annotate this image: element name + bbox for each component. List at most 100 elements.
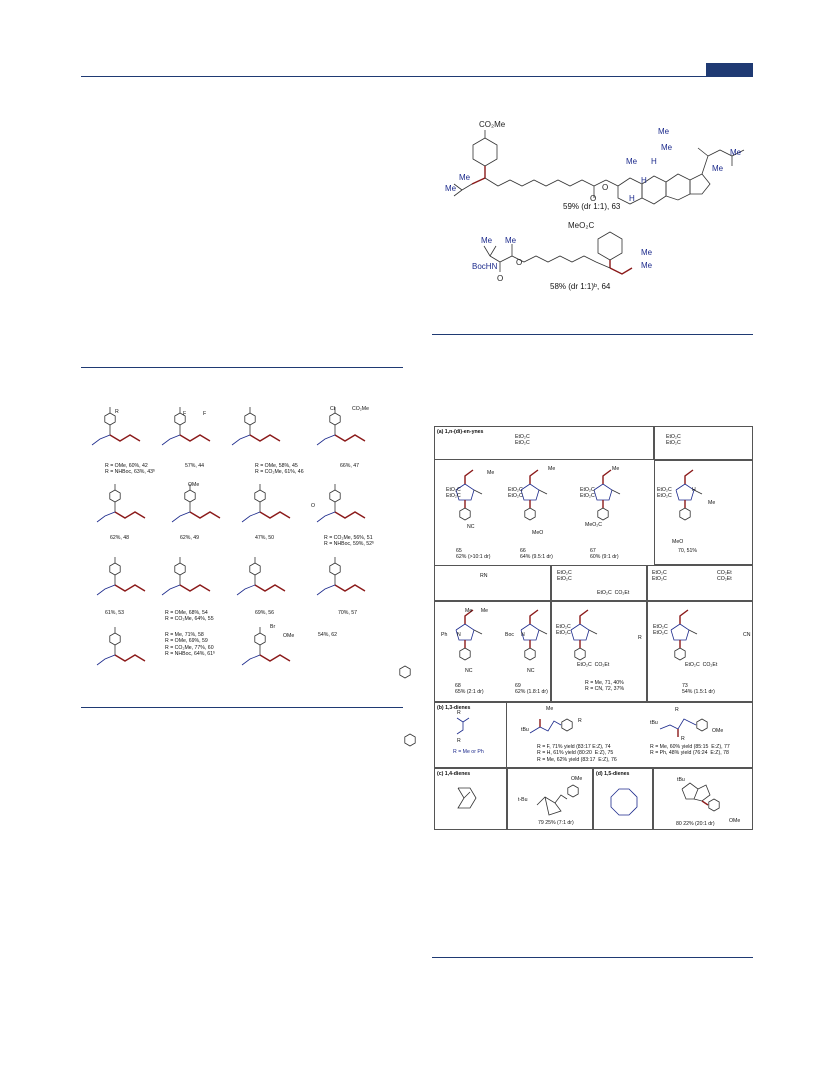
atom-eto2c-hdr2: EtO₂C EtO₂C [666, 434, 681, 447]
atom-me-67: Me [612, 466, 620, 472]
structure-63 [453, 130, 745, 205]
atom-eto2c-sub2b: EtO₂C CO₂Et [597, 590, 630, 596]
right-rule-bottom [432, 957, 753, 958]
label-63-me4: Me [730, 148, 742, 157]
structure-r71 [570, 609, 598, 661]
atom-meo-70: MeO [672, 539, 684, 545]
caption-s42: R = OMe, 60%, 42 R = NHBoc, 63%, 43ᵇ [105, 463, 155, 476]
caption-r65: 65 62% (>10:1 dr) [456, 548, 491, 561]
structure-s57 [316, 557, 366, 596]
caption-r73: 73 54% (1.5:1 dr) [682, 683, 715, 696]
label-63-me7: Me [661, 143, 673, 152]
label-63-me2: Me [445, 184, 457, 193]
structure-r67 [593, 469, 621, 521]
box-a-header2 [654, 426, 753, 460]
atom-eto2c-73: EtO₂C EtO₂C [653, 624, 668, 637]
structure-b-reagent [399, 665, 470, 735]
label-63-o2: O [602, 183, 609, 192]
structure-r77 [659, 718, 708, 737]
caption-r69: 69 62% (1.8:1 dr) [515, 683, 548, 696]
caption-s62: 54%, 62 [318, 632, 338, 638]
atom-n-68: N [457, 632, 461, 638]
caption-63: 59% (dr 1:1), 63 [563, 202, 621, 211]
label-64-me3: Me [641, 248, 653, 257]
atom-rn-sub1: RN [480, 573, 488, 579]
caption-r80: 80 22% (20:1 dr) [676, 821, 715, 827]
box-a-row2-right [647, 601, 753, 702]
label-63-h3: H [629, 194, 635, 203]
caption-s44: 57%, 44 [185, 463, 205, 469]
atom-tbu-80: tBu [677, 777, 685, 783]
atom-ome-62: OMe [283, 633, 295, 639]
structure-s44 [161, 407, 211, 446]
atom-r-b1: R [457, 710, 461, 716]
atom-eto2c-67: EtO₂C EtO₂C [580, 487, 595, 500]
atom-co2me-47: CO₂Me [352, 406, 370, 412]
atom-me-74: Me [546, 706, 554, 712]
caption-s53: 61%, 53 [105, 610, 125, 616]
structure-64 [483, 231, 633, 275]
structure-s42 [91, 407, 141, 446]
structure-r69 [520, 609, 548, 661]
atom-eto2c-71: EtO₂C EtO₂C [556, 624, 571, 637]
caption-r66: 66 64% (9.5:1 dr) [520, 548, 553, 561]
atom-me-65: Me [487, 470, 495, 476]
structure-s49 [171, 484, 221, 523]
structure-s58 [96, 627, 146, 666]
caption-s58: R = Me, 71%, 58 R = OMe, 69%, 59 R = CO₂… [165, 632, 215, 658]
structure-s56 [236, 557, 286, 596]
structure-r79 [536, 784, 579, 816]
box-d-reagent [593, 768, 653, 830]
atom-meo2c-67: MeO₂C [585, 522, 603, 528]
atom-r-77: R [675, 707, 679, 713]
label-64-me4: Me [641, 261, 653, 270]
box-a-sub3 [647, 565, 753, 601]
caption-s54: R = OMe, 68%, 54 R = CO₂Me, 64%, 55 [165, 610, 214, 623]
label-64-me2: Me [505, 236, 517, 245]
label-63-o: O [590, 194, 597, 203]
atom-meo-66: MeO [532, 530, 544, 536]
structure-r73 [670, 609, 698, 661]
section-a-title: (a) 1,n-(di)-en-ynes [437, 429, 484, 435]
structure-r80 [681, 782, 720, 812]
box-c-reagent [434, 768, 507, 830]
atom-eto2c-sub2: EtO₂C EtO₂C [557, 570, 572, 583]
structure-r66 [520, 469, 548, 521]
caption-r74: R = F, 71% yield (83:17 E:Z), 74 R = H, … [537, 744, 617, 763]
atom-boc-69: Boc [505, 632, 514, 638]
caption-s50: 47%, 50 [255, 535, 275, 541]
caption-s47: 66%, 47 [340, 463, 360, 469]
atom-ome-77: OMe [712, 728, 724, 734]
label-63-h1: H [651, 157, 657, 166]
atom-r-b2: R [457, 738, 461, 744]
left-rule-top [81, 367, 403, 368]
label-63-me1: Me [459, 173, 471, 182]
atom-n-69: N [521, 632, 525, 638]
label-64-o1: O [497, 274, 504, 283]
box-a-row2-mid [551, 601, 647, 702]
label-63-co2me: CO₂Me [479, 120, 506, 129]
atom-eto2c-70: EtO₂C EtO₂C [657, 487, 672, 500]
atom-me-70: Me [708, 500, 716, 506]
box-b-reagent [434, 702, 507, 768]
caption-s45: R = OMe, 58%, 45 R = CO₂Me, 61%, 46 [255, 463, 304, 476]
structure-s54 [161, 557, 211, 596]
box-a-header1 [434, 426, 654, 460]
atom-ph-68: Ph [441, 632, 448, 638]
atom-r-77b: R [681, 736, 685, 742]
structure-r74 [529, 718, 573, 734]
atom-ome-80: OMe [729, 818, 741, 824]
structure-d-reagent [610, 788, 638, 816]
caption-r79: 79 25% (7:1 dr) [538, 820, 574, 826]
structure-s53 [96, 557, 146, 596]
label-64-o2: O [516, 258, 523, 267]
atom-h-70: H [692, 487, 696, 493]
structure-r65 [455, 469, 483, 521]
structure-s45 [231, 407, 281, 446]
structure-c-reagent [404, 733, 477, 809]
atom-ome-49: OMe [188, 482, 200, 488]
label-63-me5: Me [712, 164, 724, 173]
atom-r-74: R [578, 718, 582, 724]
box-a-row2-left [434, 601, 551, 702]
caption-64: 58% (dr 1:1)ᵇ, 64 [550, 282, 611, 291]
